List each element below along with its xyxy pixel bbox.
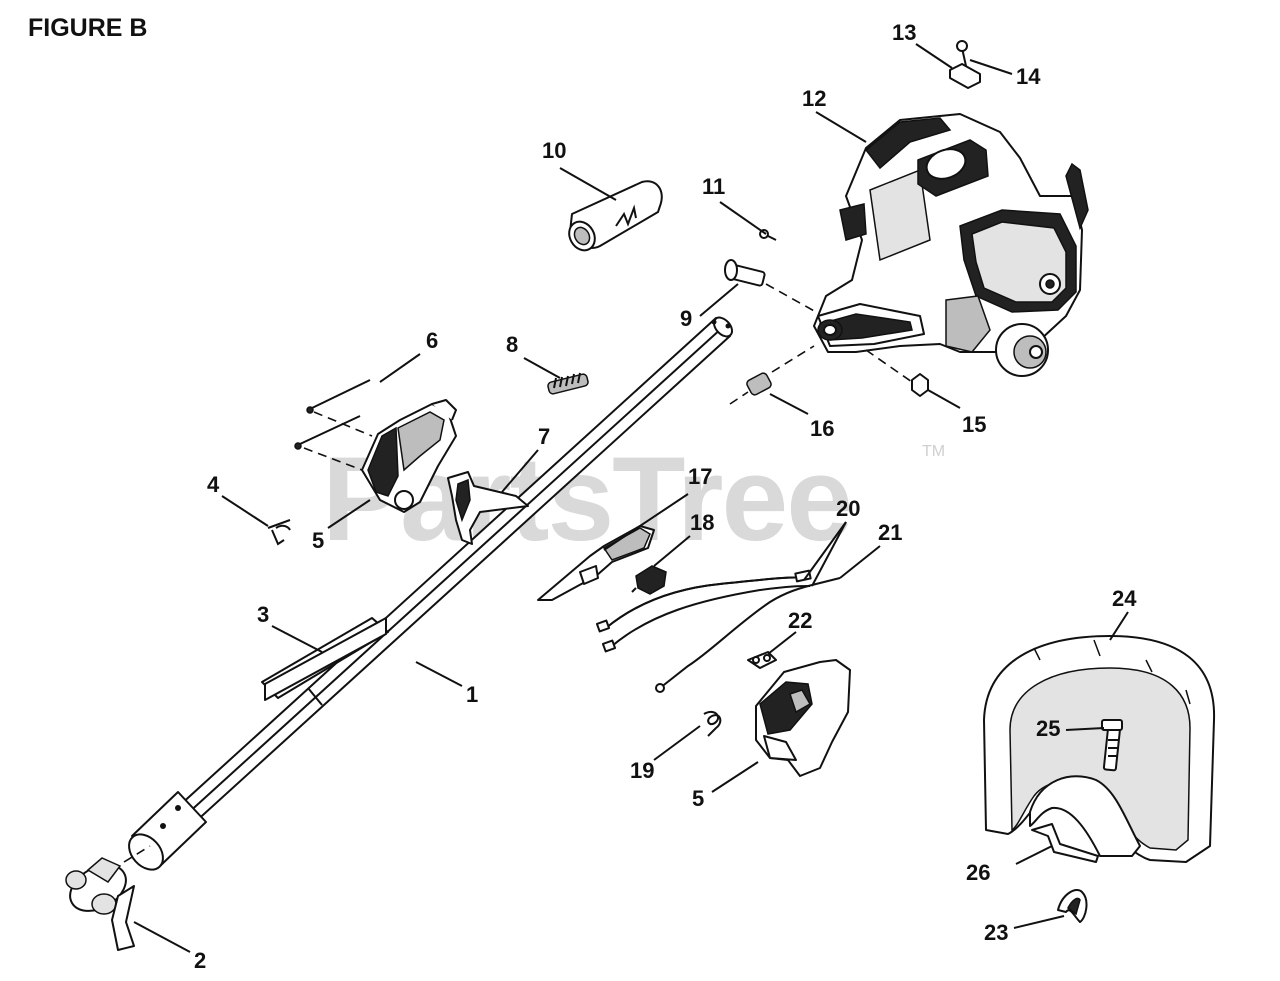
callout-10: 10	[542, 138, 566, 163]
callout-22: 22	[788, 608, 812, 633]
part-7-trigger[interactable]	[447, 471, 529, 545]
callout-5-left: 5	[312, 528, 324, 553]
part-8-spring[interactable]	[547, 372, 589, 395]
callout-21: 21	[878, 520, 902, 545]
callout-7: 7	[538, 424, 550, 449]
part-15-nut[interactable]	[865, 349, 929, 397]
part-14-screw[interactable]	[956, 40, 968, 67]
callout-19: 19	[630, 758, 654, 783]
figure-title: FIGURE B	[28, 14, 147, 42]
callout-24: 24	[1112, 586, 1137, 611]
part-23-clip[interactable]	[1057, 889, 1088, 923]
callout-2: 2	[194, 948, 206, 973]
part-12-engine-assembly[interactable]	[813, 113, 1089, 377]
callout-4: 4	[207, 472, 220, 497]
callout-17: 17	[688, 464, 712, 489]
callout-20: 20	[836, 496, 860, 521]
part-19-torsion-spring[interactable]	[703, 710, 722, 737]
callout-11: 11	[702, 174, 725, 199]
part-25-bolt[interactable]	[1101, 719, 1123, 772]
part-4-wire-clip[interactable]	[267, 519, 291, 546]
part-3-label-decal[interactable]	[261, 617, 389, 701]
callout-12: 12	[802, 86, 826, 111]
part-18-stop-switch[interactable]	[631, 565, 667, 595]
callout-16: 16	[810, 416, 834, 441]
callout-23: 23	[984, 920, 1008, 945]
callout-numbers: 1 2 3 4 5 6 7 8 9 10 11 12 13 14 15 16 1…	[194, 20, 1137, 973]
part-16-spring-sleeve[interactable]	[729, 345, 815, 405]
callout-1: 1	[466, 682, 478, 707]
callout-15: 15	[962, 412, 986, 437]
callout-13: 13	[892, 20, 916, 45]
part-9-bolt[interactable]	[724, 259, 817, 313]
part-21-throttle-cable[interactable]	[655, 577, 841, 693]
part-5-handle-housing-left[interactable]	[361, 399, 457, 513]
watermark-trademark: TM	[922, 443, 945, 460]
part-1-shaft-tube[interactable]	[122, 314, 735, 876]
callout-9: 9	[680, 306, 692, 331]
part-2-clamp-knob[interactable]	[62, 845, 151, 951]
callout-3: 3	[257, 602, 269, 627]
callout-14: 14	[1016, 64, 1041, 89]
part-6-screws[interactable]	[294, 379, 373, 471]
part-24-d-handle-guard[interactable]	[983, 635, 1216, 863]
part-13-bracket[interactable]	[949, 63, 981, 89]
callout-26: 26	[966, 860, 990, 885]
callout-5-right: 5	[692, 786, 704, 811]
callout-18: 18	[690, 510, 714, 535]
part-10-shaft-boot[interactable]	[564, 180, 663, 255]
part-17-throttle-lever[interactable]	[537, 525, 655, 601]
callout-8: 8	[506, 332, 518, 357]
callout-6: 6	[426, 328, 438, 353]
part-26-bracket[interactable]	[1031, 823, 1099, 863]
part-5-handle-housing-right[interactable]	[755, 659, 851, 777]
callout-25: 25	[1036, 716, 1060, 741]
part-20-wire-harness[interactable]	[595, 569, 812, 653]
part-22-washer[interactable]	[747, 651, 777, 669]
leader-lines	[133, 43, 1129, 953]
